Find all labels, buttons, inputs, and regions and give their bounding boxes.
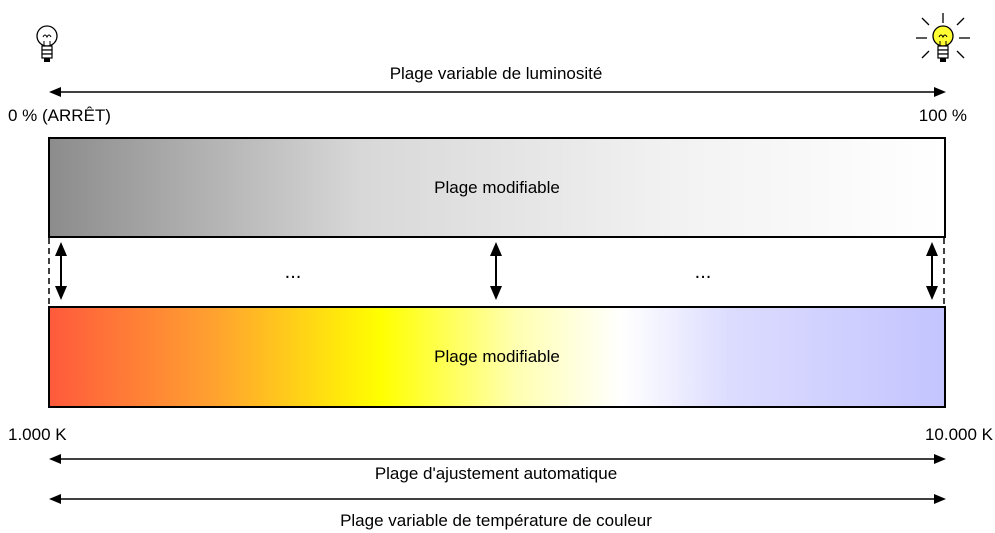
color-temperature-min-label: 1.000 K: [8, 425, 67, 444]
light-bulb-off-icon: [36, 25, 58, 62]
color-temperature-range-arrow: [49, 494, 946, 504]
ellipsis-left: ...: [284, 261, 302, 283]
brightness-range-label: Plage variable de luminosité: [389, 64, 603, 83]
brightness-min-label: 0 % (ARRÊT): [8, 106, 111, 125]
link-arrow-middle: [490, 242, 502, 300]
brightness-range-arrow: [49, 87, 946, 97]
auto-adjust-range-label: Plage d'ajustement automatique: [374, 464, 618, 483]
light-bulb-on-icon: [916, 13, 970, 62]
bar-connector-lines: [48, 238, 945, 306]
link-arrow-left: [55, 242, 67, 300]
color-temperature-bar-label: Plage modifiable: [434, 347, 560, 366]
color-temperature-bar: Plage modifiable: [48, 306, 946, 408]
auto-adjust-range-arrow: [49, 454, 946, 464]
color-temperature-range-label: Plage variable de température de couleur: [340, 511, 652, 530]
ellipsis-right: ...: [694, 261, 712, 283]
brightness-bar-label: Plage modifiable: [434, 177, 560, 197]
brightness-bar: Plage modifiable: [48, 137, 946, 238]
brightness-max-label: 100 %: [918, 106, 967, 125]
link-arrow-right: [926, 242, 938, 300]
color-temperature-max-label: 10.000 K: [924, 425, 993, 444]
